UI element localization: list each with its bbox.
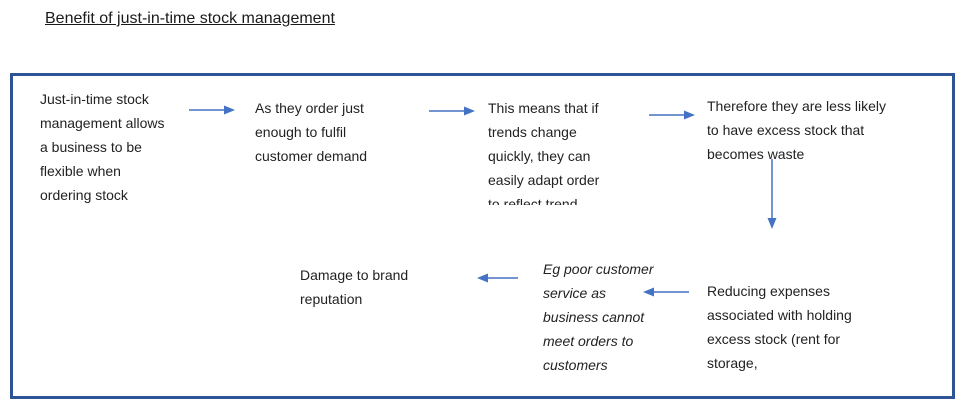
diagram-frame — [10, 73, 955, 399]
arrow-right-icon — [189, 104, 235, 116]
arrow-left-icon — [643, 286, 689, 298]
arrow-down-icon — [766, 159, 778, 229]
arrow-left-icon — [477, 272, 518, 284]
node-adapt-orders: This means that if trends change quickly… — [488, 100, 600, 205]
node-reducing-expenses: Reducing expenses associated with holdin… — [707, 283, 852, 371]
node-brand-damage: Damage to brand reputation — [300, 267, 409, 307]
arrow-right-icon — [429, 105, 475, 117]
node-less-excess-stock: Therefore they are less likely to have e… — [707, 98, 886, 162]
node-poor-customer-service: Eg poor customer service as business can… — [543, 261, 654, 373]
page-title: Benefit of just-in-time stock management — [45, 10, 335, 27]
node-order-enough: As they order just enough to fulfil cust… — [255, 100, 368, 164]
arrow-right-icon — [649, 109, 695, 121]
node-flexible-ordering: Just-in-time stock management allows a b… — [40, 91, 165, 203]
